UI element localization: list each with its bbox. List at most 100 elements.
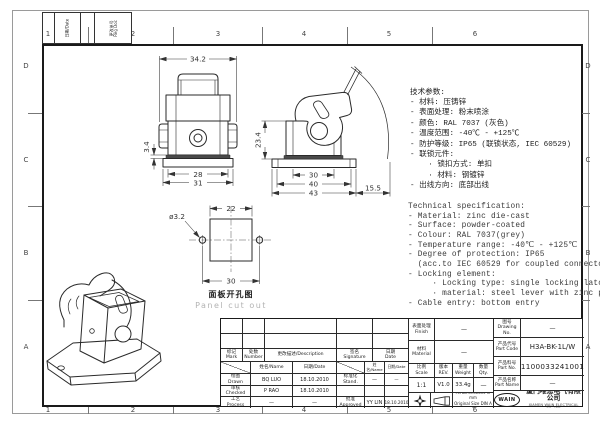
side-dim-mid: 40: [309, 180, 319, 189]
spec-english: Technical specification: - Material: zin…: [408, 202, 600, 308]
sign-role-drawn: 绘图 Drawn: [221, 374, 251, 386]
panel-cutout-view: [189, 206, 273, 272]
rev-empty-cell: [221, 319, 243, 334]
zone-row-right-a: A: [585, 343, 591, 351]
zone-tick: [88, 27, 89, 44]
sign-name-label: 姓名/Name: [251, 362, 293, 374]
zone-tick: [28, 300, 42, 301]
spec-chinese: 技术参数: - 材料: 压铸锌 - 表面处理: 粉末喷涂 - 颜色: RAL 7…: [410, 88, 572, 191]
zone-col-top-2: 2: [130, 30, 136, 38]
panel-caption-en: Panel cut out: [195, 301, 267, 310]
rev-header-signature: 签名 Signature: [337, 349, 373, 362]
zone-tick: [28, 206, 42, 207]
zone-tick: [262, 407, 263, 414]
sign-name-drawn: BQ LUO: [251, 374, 293, 386]
sign-role-approved: 批准 Approved: [337, 397, 365, 408]
drawing-no-label: 图号 Drawing No.: [494, 319, 521, 338]
isometric-view: [46, 272, 162, 386]
revision-strip-cell-empty: [43, 13, 55, 43]
front-dim-flange: 31: [193, 178, 202, 187]
title-block: 标记 Mark 处数 Number 更改描述/Description 签名 Si…: [220, 318, 584, 408]
front-dim-body: 28: [193, 170, 203, 179]
zone-col-top-3: 3: [215, 30, 221, 38]
projection-target-icon: [413, 394, 426, 407]
sign-name-stand: —: [365, 374, 385, 386]
side-dim-height: 23.4: [254, 132, 263, 148]
sign-diag-cell: [221, 362, 251, 374]
sign-empty-cell: [385, 386, 409, 397]
finish-value: —: [435, 319, 494, 341]
part-code-value: H3A-BK-1L/W: [521, 338, 584, 357]
company-cell: WAIN 厦门唯恩电气有限公司 XIAMEN WAIN ELECTRICAL C…: [494, 391, 584, 408]
first-angle-projection-icon: [433, 395, 450, 406]
panel-dim-hole-spacing: 30: [226, 277, 236, 286]
rev-empty-cell: [265, 334, 337, 349]
zone-tick: [88, 407, 89, 414]
zone-tick: [347, 27, 348, 44]
rev-empty-cell: [373, 334, 409, 349]
company-name-en: XIAMEN WAIN ELECTRICAL CO.,LTD: [528, 402, 579, 408]
sheet-outer-border: [12, 10, 589, 414]
sign-date-process: —: [293, 397, 337, 408]
zone-tick: [432, 407, 433, 414]
sign-name-checked: P RAO: [251, 386, 293, 397]
rev-header-number: 处数 Number: [243, 349, 265, 362]
zone-row-left-b: B: [23, 249, 29, 257]
material-label: 材料 Material: [409, 341, 435, 364]
qty-value: —: [474, 378, 494, 393]
iso-lever-pivot: [114, 325, 132, 343]
sign-date-label: 日期/Date: [293, 362, 337, 374]
front-dim-overall: 34.2: [190, 55, 206, 64]
iso-flange-hole: [57, 365, 65, 371]
zone-tick: [262, 27, 263, 44]
qty-label: 数量 Qty.: [474, 364, 494, 378]
material-value: —: [435, 341, 494, 364]
rev-empty-cell: [373, 319, 409, 334]
zone-col-top-4: 4: [301, 30, 307, 38]
rev-value: V1.0: [435, 378, 453, 393]
zone-col-bottom-1: 1: [45, 406, 51, 414]
sign-name-approved: YY LIN: [365, 397, 385, 408]
part-code-label: 产品代号 Part Code: [494, 338, 521, 357]
sign-empty-cell: [337, 386, 365, 397]
zone-row-right-d: D: [585, 62, 591, 70]
zone-col-bottom-6: 6: [472, 406, 478, 414]
sign-role-stand: 标准化 Stand.: [337, 374, 365, 386]
iso-body-hole: [89, 328, 95, 334]
rev-header-mark: 标记 Mark: [221, 349, 243, 362]
sign-date-stand: —: [385, 374, 409, 386]
side-lever: [294, 91, 353, 146]
front-body: [167, 120, 229, 156]
side-lever-pivot: [310, 122, 328, 140]
side-view: [271, 66, 389, 168]
part-name-label: 产品名称 Part Name: [494, 376, 521, 391]
projection-symbol-cell: [409, 393, 431, 408]
rev-header-date: 日期 Date: [373, 349, 409, 362]
rev-empty-cell: [243, 319, 265, 334]
zone-tick: [28, 113, 42, 114]
side-dim-inner: 30: [309, 171, 319, 180]
front-cap: [177, 73, 219, 95]
panel-dim-width: 22: [226, 204, 235, 213]
zone-col-bottom-4: 4: [301, 406, 307, 414]
scale-value: 1:1: [409, 378, 435, 393]
zone-tick: [582, 113, 590, 114]
company-name-cn: 厦门唯恩电气有限公司: [526, 391, 580, 403]
rev-header-description: 更改描述/Description: [265, 349, 337, 362]
front-flange: [162, 158, 234, 168]
zone-tick: [432, 27, 433, 44]
zone-tick: [582, 300, 590, 301]
sign-role-checked: 审核 Checked: [221, 386, 251, 397]
iso-body-top: [83, 288, 146, 309]
panel-centerlines: [189, 206, 273, 272]
sign-date-approved: 18.10.2010: [385, 397, 409, 408]
sign-date-drawn: 18.10.2010: [293, 374, 337, 386]
drawing-no-value: —: [521, 319, 584, 338]
sign-name-process: —: [251, 397, 293, 408]
company-logo: WAIN: [494, 392, 520, 407]
sign-date-label: 日期/Date: [385, 362, 409, 374]
zone-col-top-6: 6: [472, 30, 478, 38]
revision-strip-cell-empty: [81, 13, 95, 43]
part-no-label: 产品料号 Part No.: [494, 357, 521, 376]
